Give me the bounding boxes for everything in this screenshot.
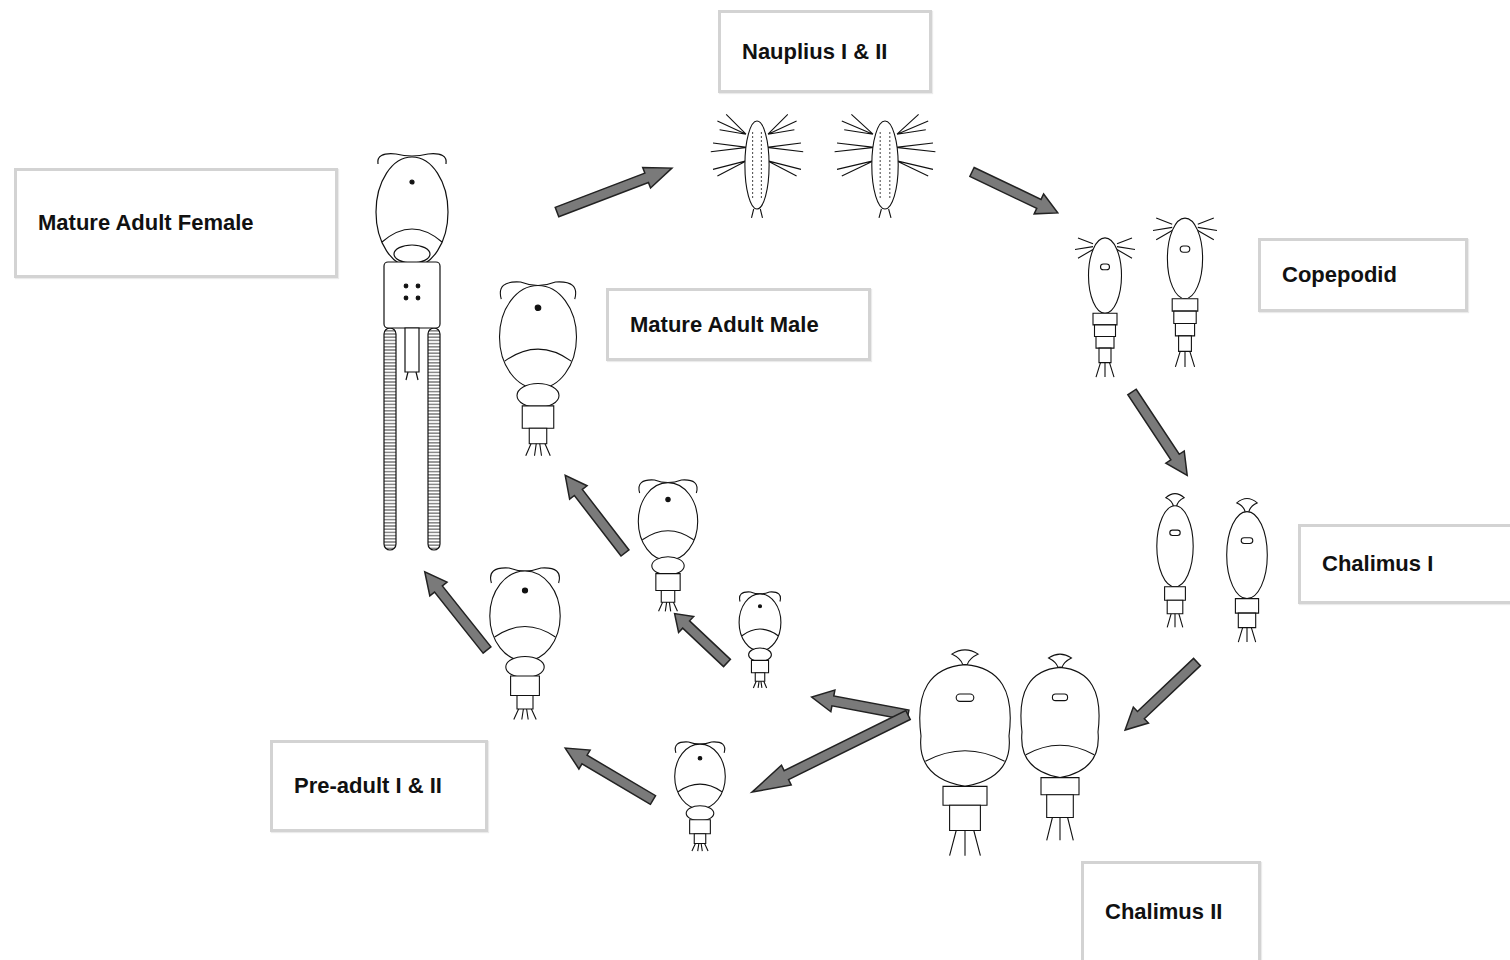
chalimus-figure [920,650,1011,856]
arrow [553,158,676,222]
stage-label-box: Chalimus II [1081,861,1261,960]
adult-female-figure [376,154,448,550]
adult-male-figure [500,282,577,456]
arrow [560,739,659,810]
arrow [667,606,734,671]
pre-adult-figure [490,568,560,720]
stage-name: Nauplius I & II [742,39,887,65]
stage-name: Chalimus I [1322,551,1433,577]
pre-adult-figure [739,592,781,688]
stage-name: Pre-adult I & II [294,773,442,799]
copepodid-figure [1153,218,1217,367]
arrow [747,705,913,802]
stage-label-box: Mature Adult Female [14,168,338,278]
chalimus-figure [1157,494,1193,628]
pre-adult-figure [638,480,697,611]
arrow [416,565,495,657]
chalimus-figure [1227,499,1268,643]
copepodid-figure [1075,238,1135,377]
chalimus-figure [1021,654,1099,840]
stage-label-box: Pre-adult I & II [270,740,488,832]
stage-name: Mature Adult Male [630,312,819,338]
stage-label-box: Nauplius I & II [718,10,932,93]
pre-adult-figure [675,742,726,851]
nauplius-figure [835,114,936,217]
stage-name: Mature Adult Female [38,210,254,236]
stage-label-box: Chalimus I [1298,524,1510,604]
cycle-arrows [416,158,1204,810]
stage-name: Copepodid [1282,262,1397,288]
arrow [967,162,1062,223]
nauplius-figure [711,114,803,217]
stage-name: Chalimus II [1105,899,1222,925]
arrow [1123,386,1197,482]
stage-label-box: Mature Adult Male [606,288,871,361]
stage-label-box: Copepodid [1258,238,1468,312]
arrow [556,469,633,560]
arrow [1118,654,1205,738]
